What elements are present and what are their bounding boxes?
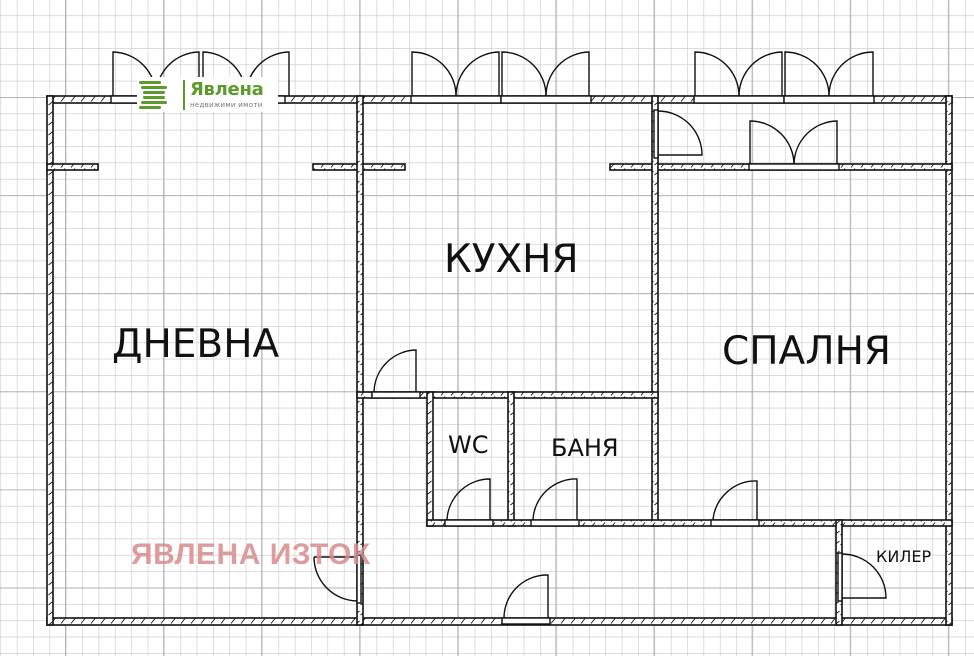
room-label-storage: КИЛЕР (876, 547, 931, 566)
room-label-bedroom: СПАЛНЯ (722, 329, 891, 374)
room-label-living-room: ДНЕВНА (112, 322, 280, 367)
room-label-bathroom: БАНЯ (551, 434, 619, 462)
logo-stripes-icon (139, 80, 169, 110)
logo-name: Явлена (190, 78, 264, 100)
watermark-text: ЯВЛЕНА ИЗТОК (131, 538, 371, 571)
room-label-toilet: WC (448, 431, 489, 459)
logo-subtitle: недвижими имоти (190, 100, 263, 109)
brand-logo: Явлена недвижими имоти (137, 77, 278, 112)
logo-divider (183, 79, 185, 110)
room-label-kitchen: КУХНЯ (444, 237, 579, 282)
